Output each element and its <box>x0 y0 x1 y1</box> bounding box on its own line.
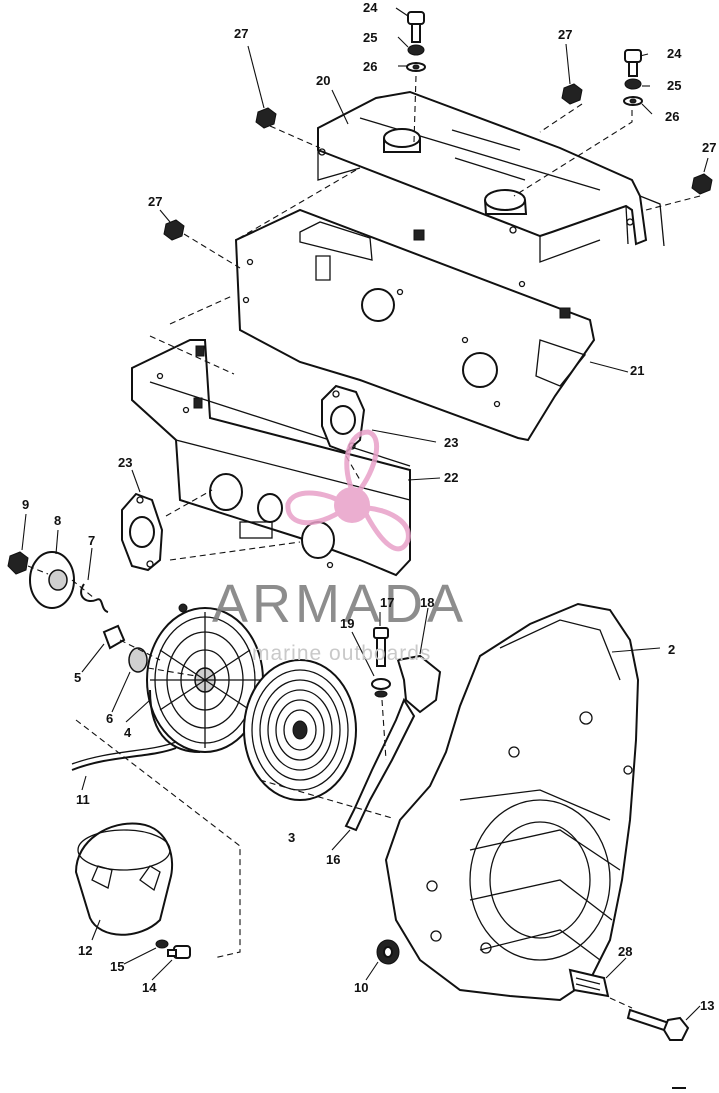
bolt-part-13 <box>626 1008 690 1041</box>
washer-part-25-right <box>624 78 642 90</box>
callout-23: 23 <box>444 435 458 450</box>
propeller-blade-right <box>363 505 411 552</box>
recoil-spring-part-3 <box>243 659 357 801</box>
callout-13: 13 <box>700 998 714 1013</box>
callout-24: 24 <box>363 0 378 15</box>
nut-part-27-c <box>691 173 713 195</box>
gasket-part-23-lower <box>121 492 164 572</box>
gasket-part-23-upper <box>321 384 366 454</box>
armada-watermark: ARMADA marine outboards <box>212 429 467 665</box>
starter-pulley-part-4 <box>146 603 264 753</box>
watermark-tagline: marine outboards <box>252 642 431 665</box>
callout-17: 17 <box>380 595 394 610</box>
rear-plate-part-21 <box>234 208 596 442</box>
callout-26: 26 <box>665 109 679 124</box>
callout-15: 15 <box>110 959 124 974</box>
callout-11: 11 <box>76 792 90 807</box>
washer-part-26-right <box>623 96 643 106</box>
callout-25: 25 <box>667 78 681 93</box>
bushing-part-6 <box>128 647 148 673</box>
callout-8: 8 <box>54 513 61 528</box>
callout-14: 14 <box>142 980 157 995</box>
callout-2: 2 <box>668 642 675 657</box>
callout-16: 16 <box>326 852 340 867</box>
callout-23: 23 <box>118 455 132 470</box>
callout-25: 25 <box>363 30 377 45</box>
rope-guide-arm-part-16 <box>344 697 416 832</box>
rope-guide-part-12 <box>74 822 174 936</box>
callout-26: 26 <box>363 59 377 74</box>
callout-7: 7 <box>88 533 95 548</box>
washer-part-25-left <box>407 44 425 56</box>
callout-20: 20 <box>316 73 330 88</box>
nut-part-27-b <box>561 83 583 105</box>
callout-24: 24 <box>667 46 682 61</box>
callout-18: 18 <box>420 595 434 610</box>
propeller-blade-top <box>344 429 380 495</box>
top-cover-part-20 <box>317 90 665 263</box>
callout-4: 4 <box>124 725 132 740</box>
propeller-logo <box>285 429 411 552</box>
grommet-part-10 <box>376 939 400 965</box>
callout-labels: 24 25 26 27 20 27 24 25 26 27 27 21 23 2… <box>22 0 716 1013</box>
propeller-hub <box>334 487 370 523</box>
bolt-part-24-left <box>407 11 425 43</box>
callout-27: 27 <box>702 140 716 155</box>
washer-part-15 <box>155 939 169 949</box>
bolt-part-17 <box>373 627 389 667</box>
leader-lines <box>21 7 709 1021</box>
washer-part-26-left <box>406 62 426 72</box>
nut-part-27-a <box>255 107 277 129</box>
callout-12: 12 <box>78 943 92 958</box>
callout-27: 27 <box>148 194 162 209</box>
callout-28: 28 <box>618 944 632 959</box>
callout-9: 9 <box>22 497 29 512</box>
propeller-blade-left <box>285 490 343 526</box>
callout-6: 6 <box>106 711 113 726</box>
spring-clip-part-7 <box>80 583 109 613</box>
screw-part-14 <box>167 945 191 959</box>
callout-5: 5 <box>74 670 81 685</box>
callout-27: 27 <box>234 26 248 41</box>
callout-19: 19 <box>340 616 354 631</box>
callout-3: 3 <box>288 830 295 845</box>
watermark-brand: ARMADA <box>212 574 467 634</box>
bracket-part-18 <box>396 654 442 714</box>
plate-part-8 <box>29 551 75 609</box>
clip-part-28 <box>568 968 610 998</box>
bolt-part-24-right <box>624 49 642 77</box>
nut-part-27-d <box>163 219 185 241</box>
callout-10: 10 <box>354 980 368 995</box>
washer-part-19 <box>371 678 391 698</box>
nut-part-9 <box>7 551 29 575</box>
pawl-part-5 <box>102 624 126 650</box>
callout-27: 27 <box>558 27 572 42</box>
starter-rope-part-11 <box>71 741 177 771</box>
callout-22: 22 <box>444 470 458 485</box>
callout-21: 21 <box>630 363 644 378</box>
